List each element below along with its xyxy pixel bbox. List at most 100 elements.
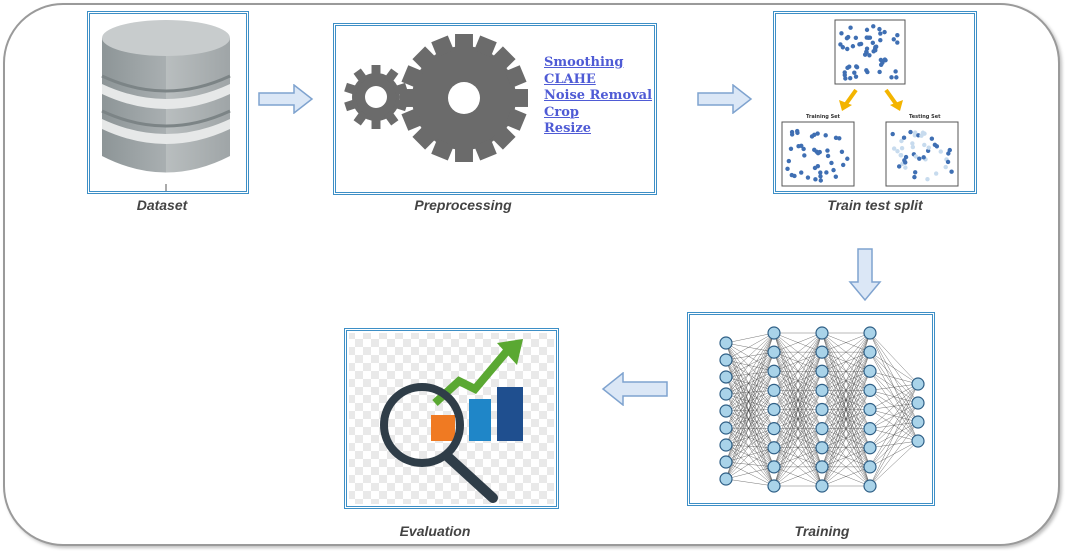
scatter-point [877,26,882,32]
evaluation-caption: Evaluation [399,523,471,539]
neural-network-icon [719,326,925,493]
nn-node [863,402,877,417]
arrow-right-icon [697,84,753,114]
scatter-point [825,148,830,153]
scatter-point [929,136,935,141]
scatter-point [785,166,790,172]
scatter-point [839,31,844,36]
nn-node [815,441,829,455]
scatter-point [853,35,859,40]
nn-node [863,422,877,436]
nn-node [815,326,829,340]
nn-node [911,415,925,429]
scatter-point [786,158,792,164]
analytics-icon [349,333,554,504]
scatter-point [864,46,870,51]
scatter-point [845,46,850,52]
scatter-point [818,174,823,179]
scatter-point [925,177,930,182]
scatter-point [845,156,850,161]
nn-node [767,460,781,474]
nn-node [815,383,829,397]
scatter-point [895,149,900,154]
scatter-point [848,76,853,81]
scatter-point [789,132,795,137]
nn-node [911,377,925,391]
scatter-point [882,57,888,62]
scatter-point [910,141,915,146]
dataset-caption: Dataset [136,197,188,213]
step-noise-removal[interactable]: Noise Removal [544,88,653,103]
scatter-point [921,155,926,160]
testing-set-label: Testing Set [909,114,941,120]
nn-node [863,326,877,340]
step-clahe[interactable]: CLAHE [544,71,596,87]
training-box [687,312,935,506]
nn-node [815,402,829,417]
scatter-point [926,145,931,150]
nn-node [767,383,781,397]
scatter-point [895,40,900,45]
scatter-point [912,174,917,180]
nn-node [863,460,877,474]
scatter-point [895,33,900,38]
nn-node [719,438,733,452]
nn-node [767,441,781,455]
step-resize[interactable]: Resize [544,121,591,136]
scatter-point [848,25,853,30]
gear-icon [344,65,408,129]
arrow-left-icon [601,372,668,406]
scatter-point [788,146,794,151]
nn-node [863,364,877,378]
scatter-point [824,170,829,175]
scatter-point [850,44,856,49]
scatter-point [903,154,909,160]
scatter-point [840,162,846,168]
step-smoothing[interactable]: Smoothing [544,55,624,70]
scatter-point [867,53,872,58]
nn-node [767,326,781,340]
scatter-point [932,142,938,148]
scatter-point [815,151,821,156]
nn-node [911,396,925,410]
scatter-point [818,170,823,175]
scatter-point [823,133,828,138]
preprocessing-box [333,23,657,195]
scatter-point [896,164,902,169]
scatter-point [870,40,876,46]
scatter-point [838,42,843,47]
scatter-point [912,133,918,138]
scatter-point [938,149,943,154]
nn-node [719,370,733,384]
scatter-point [833,174,839,179]
nn-node [863,441,877,455]
scatter-point [871,24,876,29]
nn-node [719,336,733,350]
scatter-point [919,133,924,138]
scatter-point [894,75,899,80]
scatter-point [865,69,870,75]
scatter-point [943,164,948,170]
scatter-point [842,72,847,78]
nn-node [767,345,781,359]
scatter-point [802,153,807,158]
arrow-down-icon [848,248,882,302]
scatter-point [815,163,821,169]
scatter-point [845,65,850,71]
scatter-point [912,170,918,175]
scatter-point [866,35,871,40]
nn-node [767,422,781,436]
scatter-point [947,147,952,153]
nn-node [863,383,877,397]
scatter-point [946,151,951,156]
split-box: Training Set Testing Set [773,11,977,194]
nn-node [767,364,781,378]
scatter-point [910,144,916,150]
evaluation-box [344,328,559,509]
scatter-point [891,37,896,42]
nn-node [719,455,733,469]
step-crop[interactable]: Crop [544,104,579,120]
scatter-point [873,48,878,53]
scatter-point [908,129,913,135]
nn-node [767,479,781,493]
